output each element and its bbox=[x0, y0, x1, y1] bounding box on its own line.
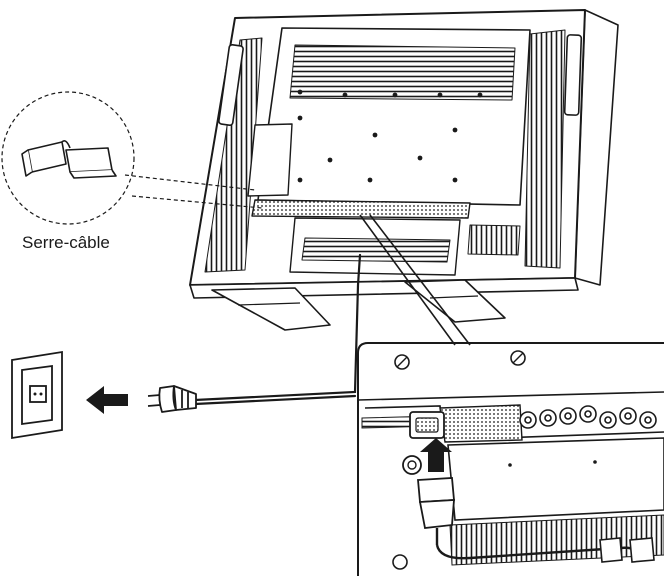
zoom-guide-lines bbox=[359, 214, 471, 346]
power-cable bbox=[193, 253, 362, 406]
zoom-inset bbox=[357, 342, 664, 576]
ac-inlet bbox=[409, 411, 445, 439]
cable-clamp-label: Serre-câble bbox=[22, 233, 110, 252]
cable-clamp-icon bbox=[21, 140, 117, 179]
round-port bbox=[402, 455, 422, 475]
screw bbox=[510, 350, 526, 366]
monitor-rear bbox=[189, 9, 619, 331]
arrow-up-icon bbox=[420, 438, 452, 472]
wall-outlet-icon bbox=[11, 350, 63, 440]
power-plug-icon bbox=[417, 477, 455, 545]
power-plug-icon bbox=[147, 385, 197, 413]
cable-clamp-callout: Serre-câble bbox=[1, 91, 263, 252]
screw bbox=[394, 354, 410, 370]
arrow-left-icon bbox=[86, 386, 128, 414]
